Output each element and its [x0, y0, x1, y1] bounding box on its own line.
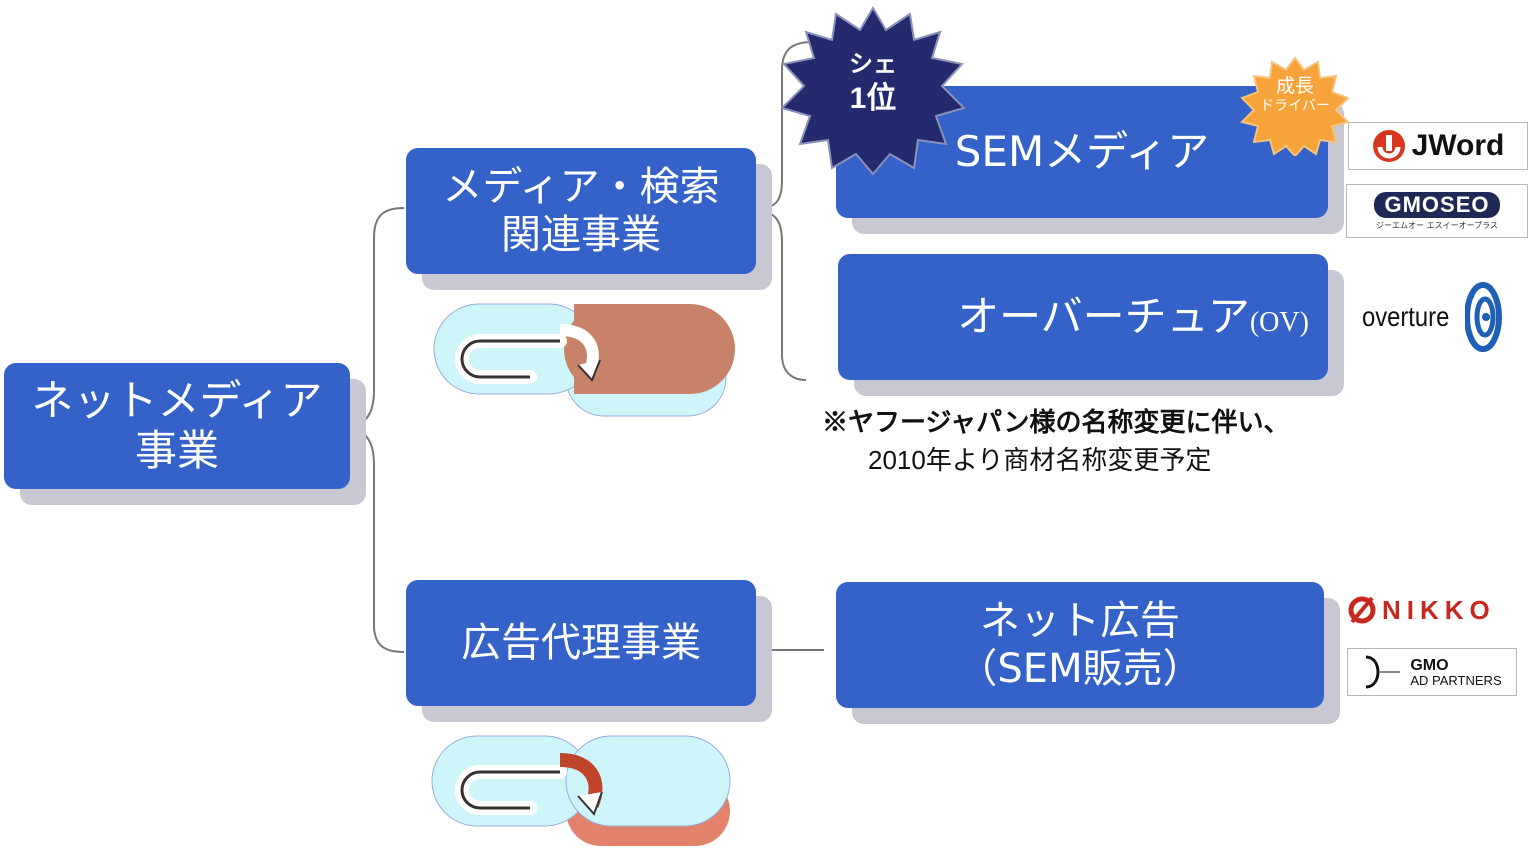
note-line1: ※ヤフージャパン様の名称変更に伴い、	[822, 407, 1290, 437]
growth-badge-line2: ドライバー	[1260, 97, 1330, 114]
growth-badge-star	[1240, 56, 1350, 156]
node-label: （SEM販売）	[957, 646, 1203, 692]
nikko-logo: NIKKO	[1348, 590, 1516, 630]
connector-media-branch-lower	[759, 211, 807, 381]
share-badge-star	[780, 6, 966, 176]
gmoseo-logo: GMOSEO ジーエムオー エスイーオープラス	[1346, 184, 1528, 238]
gmo-ad-partners-logo: GMO AD PARTNERS	[1347, 648, 1517, 696]
node-overture: オーバーチュア(OV)	[838, 254, 1328, 380]
rename-note: ※ヤフージャパン様の名称変更に伴い、 2010年より商材名称変更予定	[822, 404, 1289, 479]
connector-root-branch-lower	[349, 429, 405, 653]
node-label: ネット広告	[980, 598, 1180, 644]
gmoseo-logo-text: GMOSEO	[1374, 191, 1500, 218]
share-badge-text: シェ 1位	[778, 50, 968, 118]
gmo-ad-logo-sub: AD PARTNERS	[1410, 672, 1502, 688]
share-badge-line2: 1位	[849, 82, 897, 115]
node-label: ネットメディア	[31, 375, 323, 425]
cycle-icon	[433, 303, 735, 417]
nikko-mark-icon	[1348, 596, 1376, 624]
node-label-suffix: (OV)	[1249, 306, 1309, 338]
note-line2: 2010年より商材名称変更予定	[868, 444, 1212, 475]
node-label: 広告代理事業	[461, 620, 701, 666]
growth-badge-text: 成長 ドライバー	[1240, 75, 1350, 114]
cycle-icon	[431, 735, 731, 846]
node-label: オーバーチュア	[957, 291, 1250, 341]
jword-logo-text: JWord	[1411, 129, 1505, 162]
node-net-media-business: ネットメディア 事業	[4, 363, 350, 489]
overture-logo: overture	[1362, 282, 1522, 352]
node-label: メディア・検索	[442, 164, 720, 210]
node-net-advertising: ネット広告 （SEM販売）	[836, 582, 1324, 708]
gmo-ad-logo-text: GMO AD PARTNERS	[1410, 656, 1502, 688]
node-ad-agency-business: 広告代理事業	[406, 580, 756, 706]
node-media-search-business: メディア・検索 関連事業	[406, 148, 756, 274]
growth-badge-line1: 成長	[1275, 75, 1314, 97]
overture-logo-text: overture	[1362, 301, 1450, 332]
nikko-logo-text: NIKKO	[1382, 594, 1496, 625]
gmoseo-logo-subtext: ジーエムオー エスイーオープラス	[1376, 220, 1498, 230]
connector-media-branch	[759, 41, 813, 209]
node-label: 関連事業	[501, 212, 661, 258]
share-badge-line1: シェ	[849, 51, 897, 78]
node-label: 事業	[134, 426, 219, 475]
node-label: SEMメディア	[954, 126, 1210, 176]
jword-mark-icon	[1372, 130, 1405, 162]
connector-root-branch	[349, 207, 405, 426]
overture-mark-icon	[1464, 282, 1502, 352]
gmo-ad-mark-icon	[1366, 655, 1401, 689]
jword-logo: JWord	[1348, 122, 1528, 170]
node-label-row: オーバーチュア(OV)	[957, 292, 1309, 342]
gmo-ad-logo-main: GMO	[1410, 656, 1449, 674]
